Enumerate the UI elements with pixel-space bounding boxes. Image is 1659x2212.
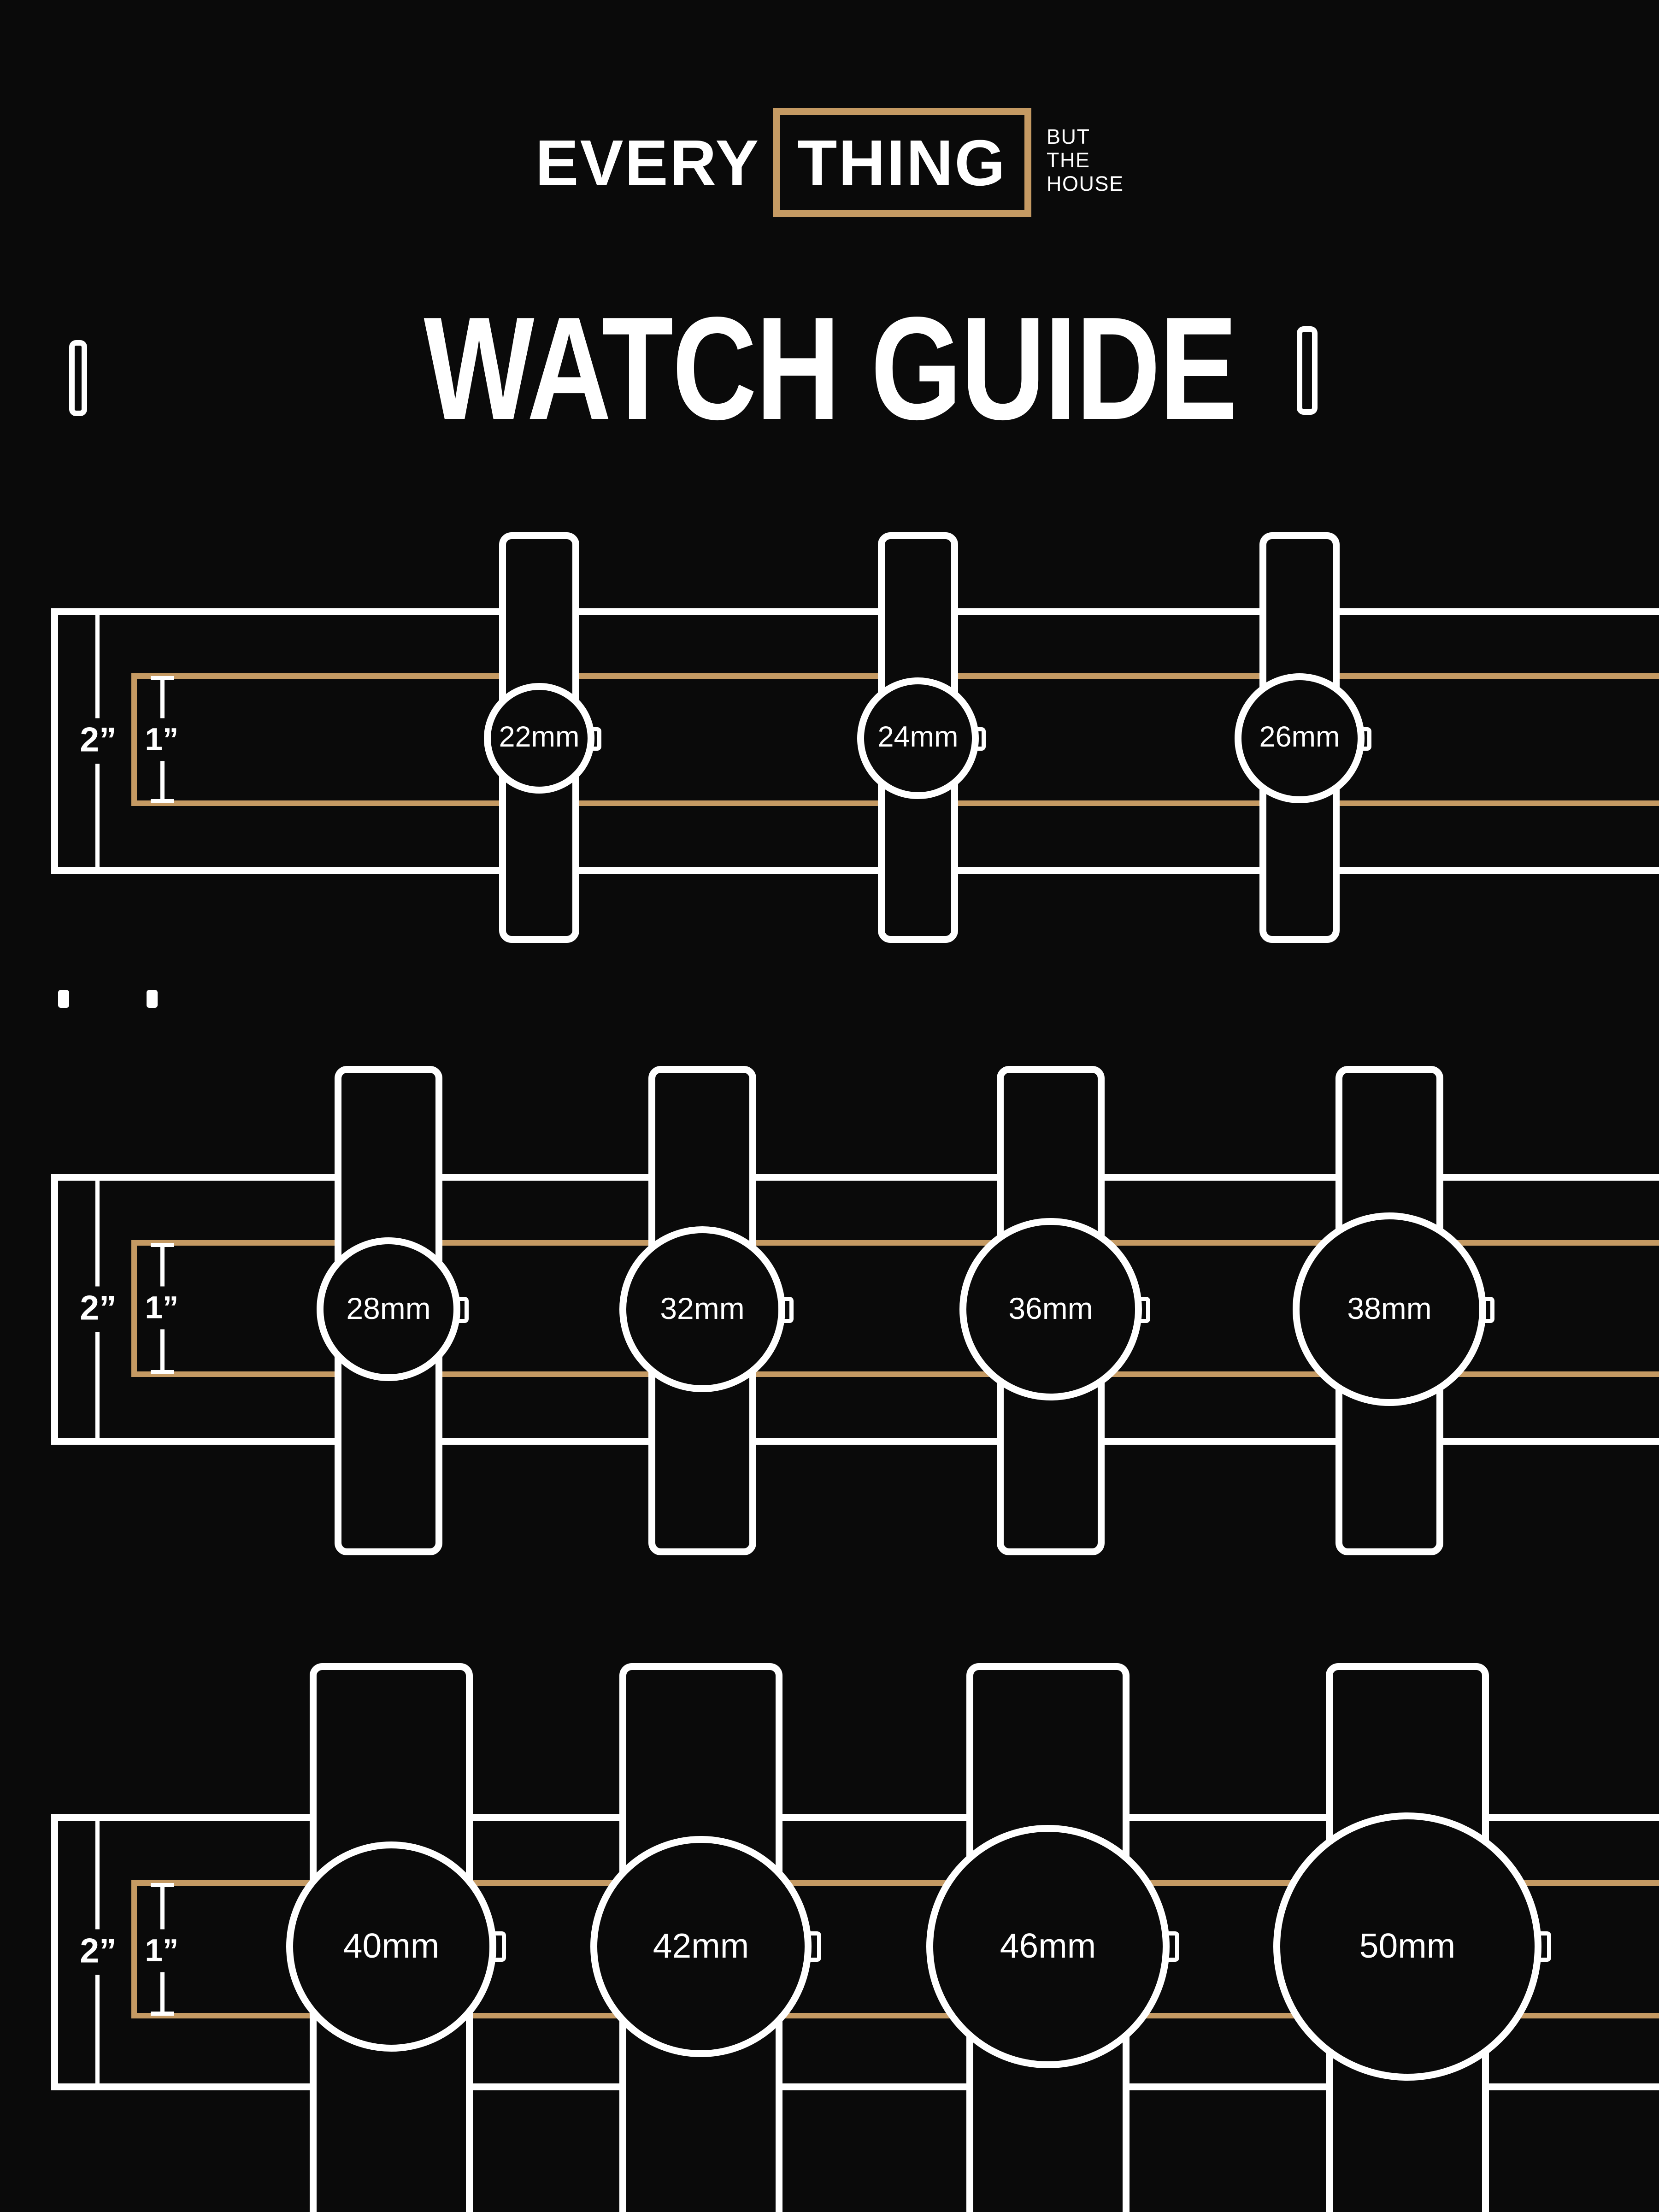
watch-size-label: 42mm xyxy=(653,1926,749,1965)
dim-cap xyxy=(86,1817,109,1821)
watch-face-28mm: 28mm xyxy=(317,1237,460,1381)
logo-tagline-line: BUT xyxy=(1046,126,1090,150)
decorative-fragment xyxy=(58,990,69,1008)
logo-tagline-line: HOUSE xyxy=(1046,172,1124,196)
logo-word-every: EVERY xyxy=(535,126,760,199)
watch-size-label: 46mm xyxy=(1000,1926,1096,1965)
ebth-logo: EVERY THING BUT THE HOUSE xyxy=(0,108,1659,217)
dim-cap xyxy=(86,1438,109,1442)
row3-2inch-label: 2” xyxy=(76,1929,121,1975)
decorative-fragment xyxy=(1297,326,1318,415)
row2-inner-band xyxy=(131,1240,1659,1377)
watch-size-label: 24mm xyxy=(877,722,959,753)
page-title-wrap: WATCH GUIDE xyxy=(0,296,1659,442)
watch-size-label: 38mm xyxy=(1347,1291,1432,1326)
watch-face-24mm: 24mm xyxy=(857,677,979,799)
dim-cap xyxy=(86,868,109,872)
row2-outer-band xyxy=(51,1174,1659,1445)
watch-face-46mm: 46mm xyxy=(926,1825,1170,2068)
watch-face-36mm: 36mm xyxy=(959,1218,1142,1400)
decorative-fragment xyxy=(69,340,87,416)
watch-face-40mm: 40mm xyxy=(286,1841,496,2052)
watch-size-label: 22mm xyxy=(499,722,580,753)
dim-cap xyxy=(151,1243,174,1247)
watch-size-label: 28mm xyxy=(346,1291,431,1326)
watch-face-50mm: 50mm xyxy=(1273,1812,1541,2081)
dim-cap xyxy=(151,1883,174,1887)
dim-cap xyxy=(151,799,174,803)
row3-1inch-label: 1” xyxy=(141,1929,183,1972)
watch-size-label: 26mm xyxy=(1259,722,1340,753)
logo-tagline: BUT THE HOUSE xyxy=(1046,126,1124,197)
row1-2inch-label: 2” xyxy=(76,718,121,764)
logo-word-thing: THING xyxy=(797,126,1006,199)
dim-cap xyxy=(86,1177,109,1181)
watch-face-42mm: 42mm xyxy=(590,1836,812,2057)
watch-size-label: 36mm xyxy=(1008,1291,1093,1326)
row1-outer-band xyxy=(51,608,1659,874)
row3-inner-band xyxy=(131,1880,1659,2018)
row2-1inch-label: 1” xyxy=(141,1286,183,1330)
logo-tagline-line: THE xyxy=(1046,149,1090,173)
dim-cap xyxy=(151,1370,174,1374)
logo-thing-box: THING xyxy=(772,108,1031,217)
watch-face-26mm: 26mm xyxy=(1235,673,1365,803)
row2-2inch-label: 2” xyxy=(76,1286,121,1332)
page-title: WATCH GUIDE xyxy=(423,288,1237,451)
row1-1inch-label: 1” xyxy=(141,718,183,761)
decorative-fragment xyxy=(147,990,158,1008)
watch-face-32mm: 32mm xyxy=(619,1226,785,1392)
dim-cap xyxy=(151,2012,174,2016)
watch-face-22mm: 22mm xyxy=(484,683,594,794)
watch-size-label: 32mm xyxy=(660,1291,745,1326)
dim-cap xyxy=(86,2083,109,2088)
watch-face-38mm: 38mm xyxy=(1293,1212,1486,1406)
dim-cap xyxy=(86,610,109,614)
dim-cap xyxy=(151,676,174,680)
watch-size-label: 50mm xyxy=(1359,1926,1456,1965)
watch-size-label: 40mm xyxy=(343,1926,440,1965)
